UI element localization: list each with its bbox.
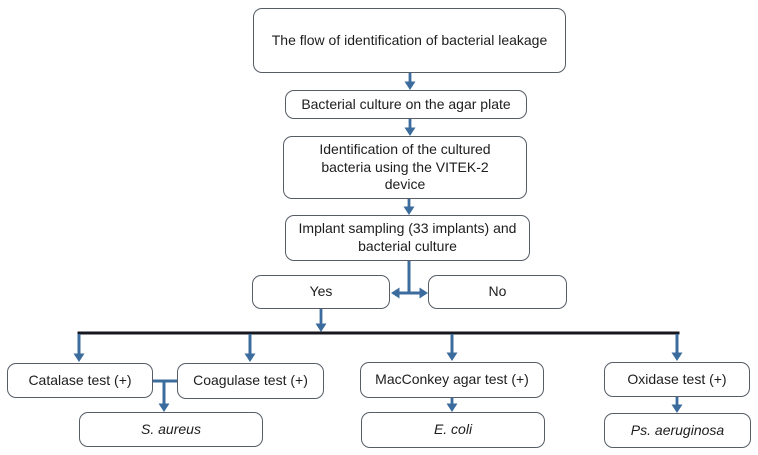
node-oxidase-test: Oxidase test (+) [604, 362, 750, 397]
node-no: No [428, 275, 567, 309]
arrow-bus-to-catalase [73, 334, 85, 362]
node-yes: Yes [252, 275, 390, 309]
arrow-identification-to-sampling [403, 199, 415, 215]
arrow-culture-to-identification [404, 119, 416, 136]
arrow-yes-to-bus [315, 309, 327, 332]
node-vitek-identification: Identification of the cultured bacteria … [283, 136, 527, 199]
node-s-aureus: S. aureus [79, 412, 263, 447]
arrow-bus-to-coagulase [244, 334, 256, 362]
arrow-bus-to-oxidase [671, 334, 683, 361]
arrow-oxidase-to-ps-aeruginosa [671, 397, 683, 413]
connector-catalase-coagulase-to-s-aureus [153, 379, 178, 412]
node-ps-aeruginosa: Ps. aeruginosa [604, 413, 751, 448]
arrow-title-to-culture [404, 73, 416, 90]
node-catalase-test: Catalase test (+) [7, 363, 153, 398]
node-e-coli: E. coli [361, 412, 545, 448]
node-flow-title: The flow of identification of bacterial … [253, 8, 566, 73]
node-implant-sampling: Implant sampling (33 implants) and bacte… [285, 215, 530, 261]
node-coagulase-test: Coagulase test (+) [177, 363, 324, 399]
double-arrow-yes-no [391, 287, 428, 299]
arrow-bus-to-macconkey [446, 334, 458, 361]
arrow-macconkey-to-e-coli [446, 398, 458, 412]
node-bacterial-culture: Bacterial culture on the agar plate [285, 90, 527, 119]
node-macconkey-test: MacConkey agar test (+) [360, 362, 544, 398]
